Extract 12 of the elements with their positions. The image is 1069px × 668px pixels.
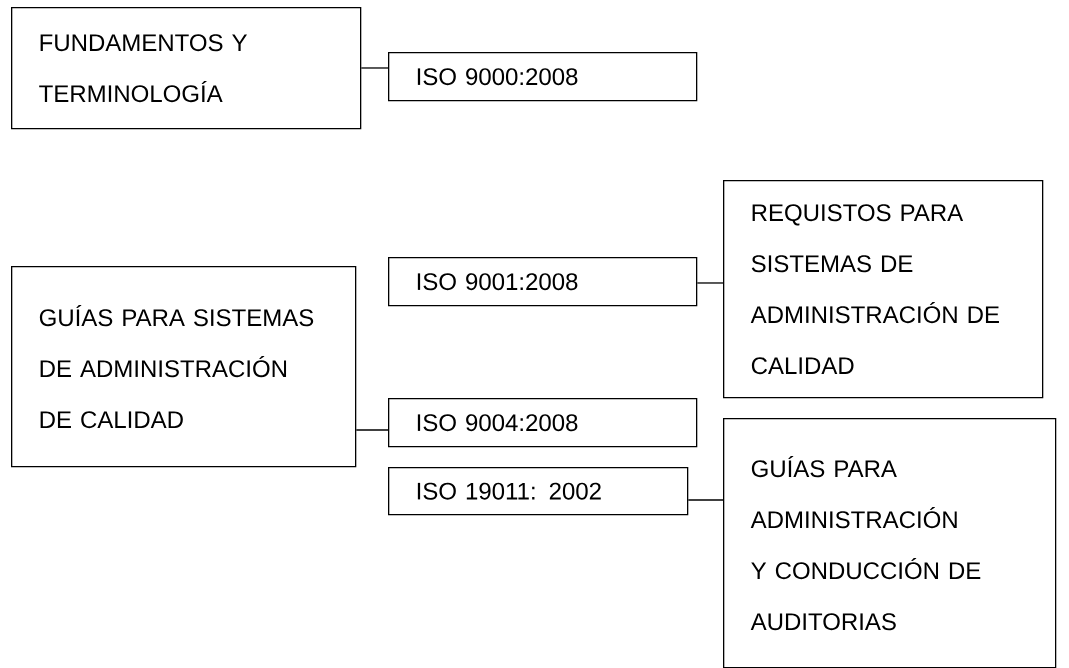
text-box: ISO 9000:2008: [388, 52, 698, 102]
connector-line: [687, 499, 724, 501]
connector-line: [696, 282, 724, 284]
text-box: GUÍAS PARA ADMINISTRACIÓN Y CONDUCCIÓN DE AUDITORIAS: [723, 418, 1057, 668]
text-box: REQUISTOS PARA SISTEMAS DE ADMINISTRACIÓN DE CALIDAD: [723, 180, 1044, 399]
text-box: FUNDAMENTOS Y TERMINOLOGÍA: [11, 7, 362, 130]
text-box: ISO 9004:2008: [388, 398, 698, 448]
text-box: ISO 19011: 2002: [388, 467, 689, 516]
connector-line: [360, 67, 389, 69]
text-box: ISO 9001:2008: [388, 257, 698, 307]
text-box: GUÍAS PARA SISTEMAS DE ADMINISTRACIÓN DE CALIDAD: [11, 266, 357, 468]
connector-line: [355, 429, 389, 431]
